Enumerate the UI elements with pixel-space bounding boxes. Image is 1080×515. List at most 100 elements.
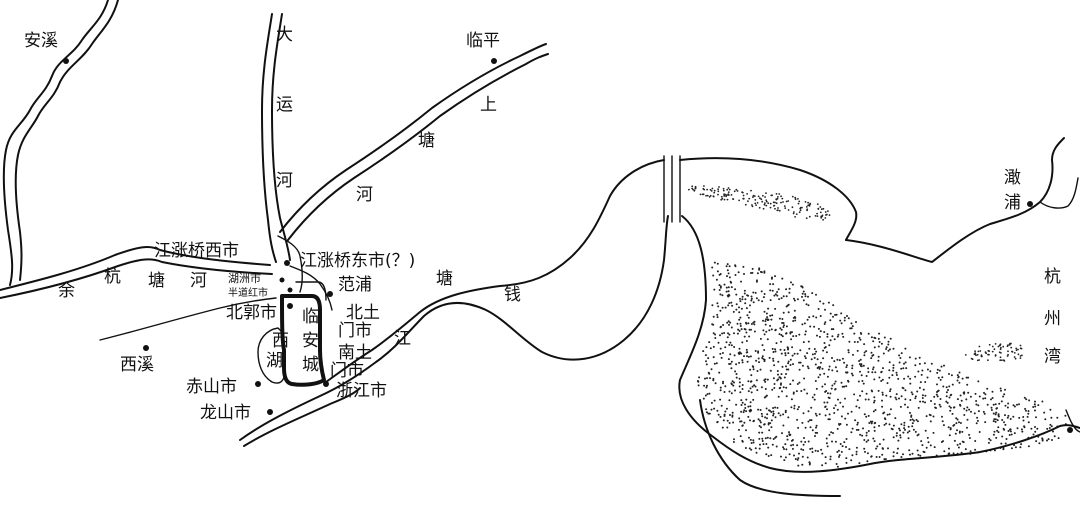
stipple-dot [1035, 440, 1038, 443]
jiangzhang-east-dot [284, 260, 290, 266]
stipple-dot [790, 444, 793, 447]
stipple-dot [808, 316, 811, 319]
stipple-dot [793, 407, 796, 410]
stipple-dot [761, 440, 764, 442]
stipple-dot [900, 352, 903, 355]
stipple-dot [994, 413, 997, 416]
stipple-dot [740, 328, 743, 331]
linping-dot [491, 58, 497, 64]
stipple-dot [814, 449, 817, 452]
stipple-dot [793, 297, 795, 300]
stipple-dot [729, 341, 732, 344]
stipple-dot [744, 298, 747, 301]
stipple-dot [710, 401, 713, 404]
stipple-dot [728, 343, 731, 346]
stipple-dot [774, 348, 777, 351]
stipple-dot [801, 364, 804, 367]
stream [289, 265, 333, 311]
stipple-dot [937, 376, 940, 379]
stipple-dot [748, 311, 751, 314]
stipple-dot [923, 362, 926, 365]
stipple-dot [804, 293, 807, 296]
stipple-dot [752, 368, 755, 371]
stipple-dot [758, 437, 761, 440]
stipple-dot [802, 341, 805, 344]
stipple-dot [779, 414, 782, 417]
stipple-dot [930, 362, 933, 365]
stipple-dot [784, 411, 787, 414]
stipple-dot [922, 450, 925, 453]
stipple-dot [725, 265, 728, 268]
stipple-dot [881, 391, 884, 394]
stipple-dot [824, 414, 827, 417]
stipple-dot [1027, 445, 1030, 448]
stipple-dot [907, 437, 910, 440]
stipple-dot [857, 380, 860, 383]
stipple-dot [863, 413, 866, 416]
stipple-dot [819, 330, 822, 333]
label-qiantang-2: 塘 [436, 269, 453, 289]
stipple-dot [738, 353, 741, 355]
stipple-dot [743, 355, 745, 358]
stipple-dot [863, 354, 866, 357]
south-shore-lower [699, 399, 841, 497]
label-chishan: 赤山市 [186, 377, 237, 397]
stipple-dot [947, 389, 949, 391]
stipple-dot [881, 405, 884, 408]
stipple-dot [769, 314, 772, 317]
stipple-dot [895, 374, 898, 376]
stipple-dot [719, 398, 722, 401]
stipple-dot [793, 454, 795, 457]
stipple-dot [782, 413, 785, 416]
stipple-dot [929, 370, 932, 373]
stipple-dot [1019, 357, 1022, 359]
stipple-dot [728, 363, 731, 365]
stipple-dot [704, 377, 706, 380]
stipple-dot [785, 365, 787, 368]
label-beitumen-2: 门市 [338, 321, 372, 341]
stipple-dot [749, 368, 752, 371]
stipple-dot [861, 390, 864, 393]
stipple-dot [764, 320, 767, 323]
stipple-dot [1038, 442, 1041, 445]
stipple-dot [952, 452, 955, 455]
stipple-dot [771, 289, 774, 292]
stipple-dot [746, 360, 749, 363]
stipple-dot [783, 324, 785, 327]
stipple-dot [738, 318, 741, 321]
stipple-dot [1020, 443, 1023, 446]
stipple-dot [734, 274, 737, 276]
label-hangzhou-bay-2: 州 [1044, 309, 1061, 329]
stipple-dot [1052, 430, 1054, 433]
stipple-dot [737, 328, 740, 331]
stipple-dot [783, 448, 785, 450]
chishan-dot [255, 381, 261, 387]
stipple-dot [977, 350, 980, 353]
stipple-dot [1001, 359, 1003, 362]
stipple-dot [865, 350, 868, 353]
stipple-dot [1002, 427, 1005, 430]
stipple-dot [754, 199, 757, 201]
stipple-dot [806, 365, 809, 368]
stipple-dot [757, 408, 760, 411]
stipple-dot [819, 211, 822, 214]
stipple-dot [914, 430, 917, 433]
stipple-dot [975, 354, 977, 357]
stipple-dot [974, 440, 977, 442]
stipple-dot [867, 367, 870, 370]
stipple-dot [756, 272, 759, 275]
stipple-dot [798, 381, 801, 384]
stipple-dot [764, 323, 767, 326]
stipple-dot [726, 269, 729, 272]
stipple-dot [882, 412, 885, 415]
stipple-dot [1041, 400, 1044, 403]
stipple-dot [803, 355, 806, 358]
stipple-dot [919, 454, 922, 457]
stipple-dot [796, 298, 799, 301]
stipple-dot [851, 427, 854, 430]
stipple-dot [855, 453, 858, 456]
stipple-dot [767, 455, 770, 457]
stipple-dot [797, 457, 800, 460]
stipple-dot [919, 381, 922, 384]
stipple-dot [1043, 411, 1046, 414]
